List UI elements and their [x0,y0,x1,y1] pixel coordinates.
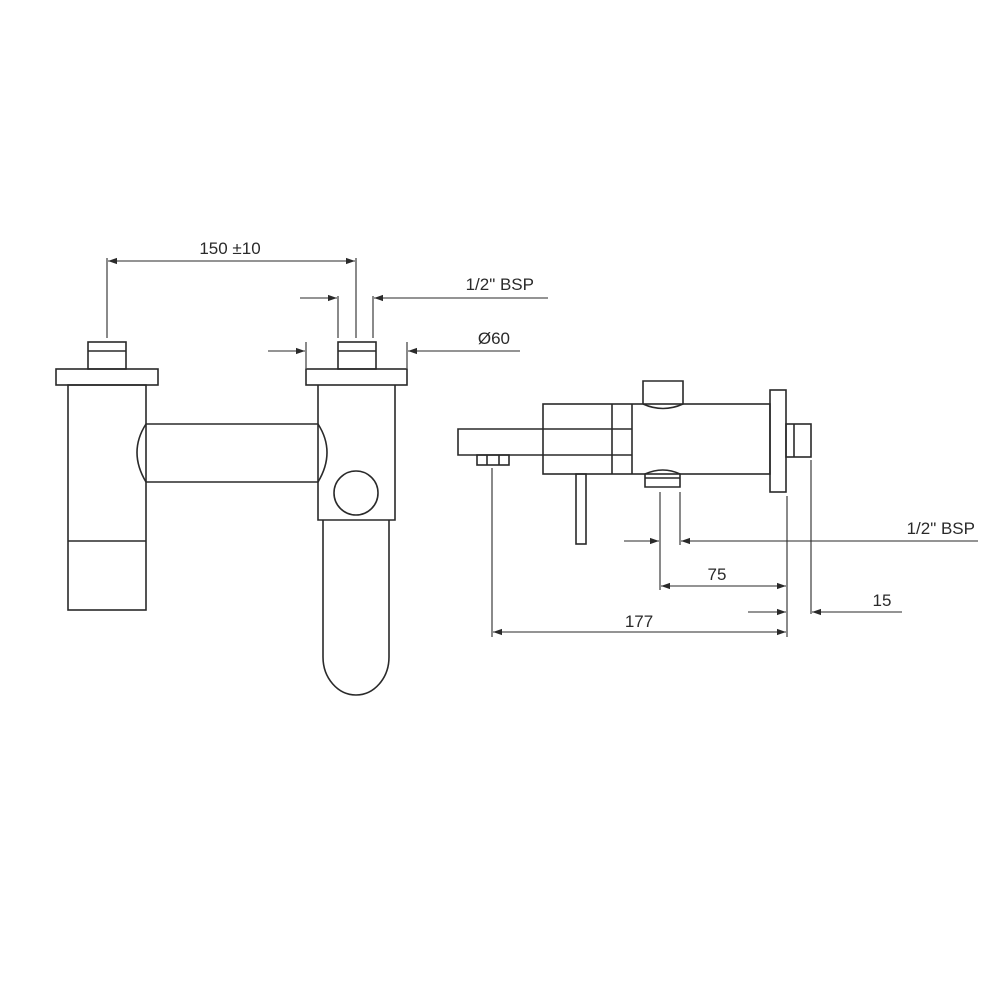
front-view: 150 ±10 1/2" BSP Ø60 [55,239,548,696]
dim-centers-label: 150 ±10 [199,239,260,258]
dimension-75: 75 [661,565,786,590]
dimension-177: 177 [493,612,786,636]
dimension-thread-front: 1/2" BSP [300,275,548,338]
cross-bar [136,423,328,483]
dim-thread-front-label: 1/2" BSP [466,275,534,294]
spout-arm [457,428,543,466]
top-knob [642,380,684,410]
dimension-centers: 150 ±10 [106,239,357,338]
handle-knob [333,470,379,516]
dim-15-label: 15 [873,591,892,610]
dim-thread-side-label: 1/2" BSP [907,519,975,538]
right-leg [305,341,408,521]
side-view: 1/2" BSP 75 15 177 [457,380,978,637]
dim-75-label: 75 [708,565,727,584]
dimension-diameter: Ø60 [268,329,520,368]
dimension-thread-side: 1/2" BSP [624,519,978,545]
valve-body [542,403,771,475]
dim-diameter-label: Ø60 [478,329,510,348]
left-leg [55,341,159,611]
wall-flange [769,389,787,493]
bottom-outlet [644,469,681,488]
dimension-15: 15 [748,591,902,616]
lever-handle [575,473,587,545]
dim-177-label: 177 [625,612,653,631]
wall-connector [785,423,812,458]
spout [322,520,390,696]
